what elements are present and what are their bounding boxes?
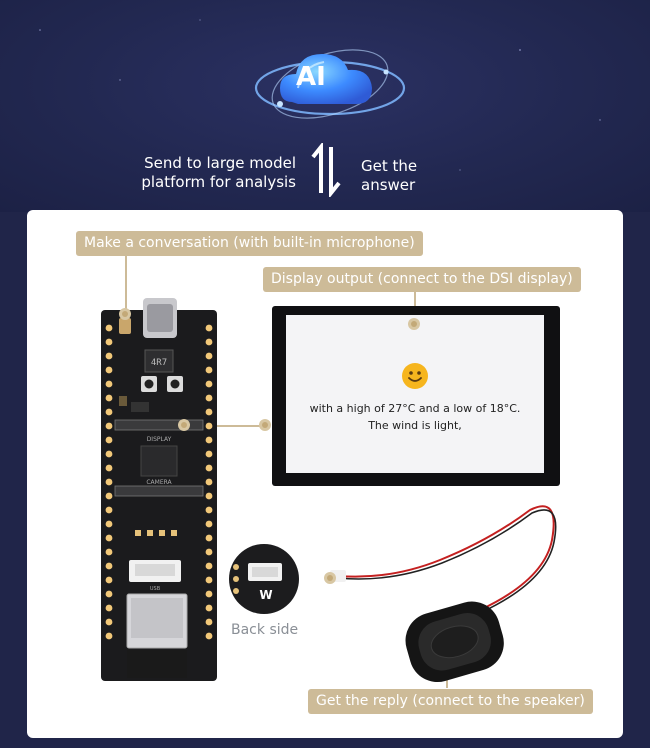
back-side-photo: W (229, 544, 299, 614)
board-usb-label: USB (150, 586, 161, 592)
display-marker-dot (408, 318, 420, 330)
dsi-display-screen (286, 315, 544, 473)
connector-marker-dot (324, 572, 336, 584)
display-output-tag: Display output (connect to the DSI displ… (263, 267, 581, 292)
board-display-label: DISPLAY (147, 436, 172, 443)
board-camera-label: CAMERA (146, 479, 172, 486)
mic-marker-dot (119, 308, 131, 320)
ai-badge-text: AI (296, 62, 326, 92)
ai-cloud-logo (254, 49, 406, 119)
get-answer-text: Get the answer (361, 157, 418, 194)
header-area: AI Send to large model platform for anal… (0, 0, 650, 212)
reply-tag: Get the reply (connect to the speaker) (308, 689, 593, 714)
inductor-marking: 4R7 (151, 358, 167, 368)
screen-text-line-2: The wind is light, (368, 419, 462, 432)
back-side-label: Back side (231, 622, 299, 638)
board-fpc-marker-dot (178, 419, 190, 431)
esp32-board-image: 4R7 DISPLAY CAMERA USB (101, 298, 217, 681)
send-to-model-text: Send to large model platform for analysi… (141, 154, 296, 191)
mic-connector-line (125, 256, 127, 314)
svg-text:W: W (259, 588, 272, 602)
conversation-tag: Make a conversation (with built-in micro… (76, 231, 423, 256)
smiley-face-icon (402, 363, 428, 389)
sparkle-background (39, 19, 601, 171)
display-cable-marker-dot (259, 419, 271, 431)
screen-text-line-1: with a high of 27°C and a low of 18°C. (309, 402, 521, 415)
display-connector-line-horizontal (184, 425, 264, 427)
up-down-arrows-icon (311, 143, 341, 197)
speaker-image (330, 505, 557, 683)
